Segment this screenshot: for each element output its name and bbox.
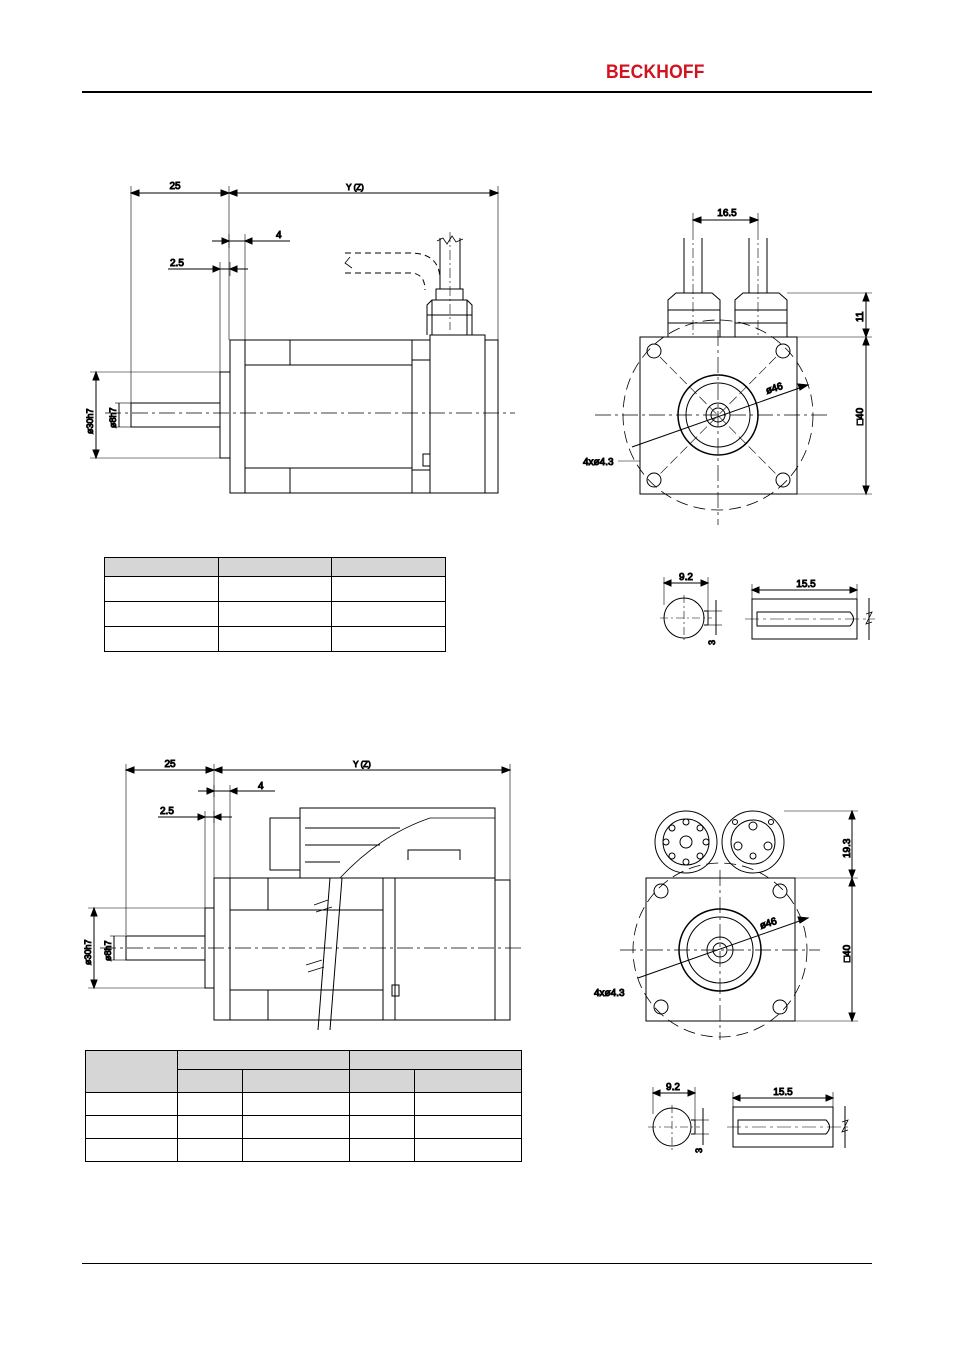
- dim-step-2: 2.5: [160, 806, 174, 817]
- dim-key-depth-1: 9.2: [679, 572, 693, 583]
- dim-flange-1: 4: [276, 230, 282, 241]
- table-row: [84, 1138, 523, 1162]
- table-cell: [84, 1115, 179, 1139]
- table-cell: [217, 557, 333, 577]
- table-cell: [217, 576, 333, 602]
- shaft-detail-1: [660, 577, 875, 642]
- side-view-1: [90, 186, 515, 494]
- table-cell: [84, 1050, 179, 1093]
- dim-key-width-2: 3: [694, 1148, 704, 1153]
- table-cell: [84, 1092, 179, 1116]
- table-cell: [241, 1092, 351, 1116]
- table-row: [84, 1092, 523, 1116]
- dim-key-length-1: 15.5: [796, 579, 816, 590]
- table-cell: [104, 576, 219, 602]
- dim-holes-1: 4xø4.3: [583, 457, 614, 468]
- table-cell: [241, 1138, 351, 1162]
- dim-step-1: 2.5: [170, 258, 184, 269]
- table-cell: [177, 1115, 243, 1139]
- table-cell: [241, 1115, 351, 1139]
- beckhoff-logo: BECKHOFF: [606, 62, 705, 83]
- table-cell: [217, 601, 333, 627]
- front-view-1-labels: 16.5 11 □40 ø46 4xø4.3: [583, 208, 867, 469]
- dim-length-2: 25: [164, 759, 176, 770]
- header-rule: [82, 91, 872, 93]
- dim-shaft-1: ø8h7: [108, 407, 118, 428]
- dim-shaft-2: ø8h7: [103, 940, 113, 961]
- table-cell: [177, 1138, 243, 1162]
- table-cell: [177, 1069, 243, 1093]
- shaft-detail-1-labels: 9.2 3 15.5: [679, 572, 817, 646]
- table-row: [84, 1115, 523, 1139]
- front-view-2: [620, 809, 858, 1040]
- table-cell: [413, 1092, 523, 1116]
- table-cell: [349, 1115, 415, 1139]
- dim-connector-height-1: 11: [855, 311, 866, 322]
- side-view-2: [88, 764, 525, 1031]
- dim-flange-2: 4: [258, 781, 264, 792]
- dim-key-width-1: 3: [707, 640, 717, 645]
- table-row: [104, 626, 446, 652]
- dim-body-1: Y (Z): [346, 183, 364, 192]
- dim-key-depth-2: 9.2: [666, 1082, 680, 1093]
- table-cell: [331, 626, 446, 652]
- front-view-1: [595, 213, 872, 525]
- dim-pilot-2: ø30h7: [83, 939, 93, 965]
- dim-key-length-2: 15.5: [773, 1087, 793, 1098]
- dim-pilot-1: ø30h7: [85, 408, 95, 434]
- table-cell: [177, 1092, 243, 1116]
- dim-square-2: □40: [842, 944, 853, 962]
- table-cell: [349, 1138, 415, 1162]
- table-cell: [331, 601, 446, 627]
- table-cell: [84, 1138, 179, 1162]
- dim-square-1: □40: [855, 407, 866, 425]
- table-cell: [331, 557, 446, 577]
- side-view-2-labels: 25 Y (Z) 4 2.5 ø30h7 ø8h7: [83, 759, 372, 966]
- dim-body-2: Y (Z): [353, 760, 371, 769]
- table-cell: [104, 626, 219, 652]
- dimension-table-1: [104, 557, 446, 652]
- table-cell: [413, 1115, 523, 1139]
- table-cell: [104, 601, 219, 627]
- table-row: [104, 576, 446, 602]
- dimension-table-2: [84, 1050, 523, 1162]
- dim-connector-spacing-1: 16.5: [717, 208, 737, 219]
- shaft-detail-2-labels: 9.2 3 15.5: [666, 1082, 794, 1154]
- table-cell: [413, 1138, 523, 1162]
- table-cell: [349, 1050, 522, 1070]
- table-cell: [331, 576, 446, 602]
- front-view-2-labels: 19.3 □40 ø46 4xø4.3: [594, 838, 854, 1000]
- footer-rule: [82, 1263, 872, 1264]
- dim-connector-height-2: 19.3: [842, 838, 853, 858]
- table-cell: [349, 1069, 415, 1093]
- table-row: [104, 601, 446, 627]
- table-cell: [241, 1069, 351, 1093]
- shaft-detail-2: [648, 1087, 850, 1150]
- table-cell: [177, 1050, 351, 1070]
- table-cell: [349, 1092, 415, 1116]
- table-cell: [413, 1069, 523, 1093]
- dim-holes-2: 4xø4.3: [594, 988, 625, 999]
- table-cell: [104, 557, 219, 577]
- dim-length-1: 25: [169, 181, 181, 192]
- side-view-1-labels: 25 Y (Z) 4 2.5 ø30h7 ø8h7: [85, 181, 365, 435]
- table-cell: [217, 626, 333, 652]
